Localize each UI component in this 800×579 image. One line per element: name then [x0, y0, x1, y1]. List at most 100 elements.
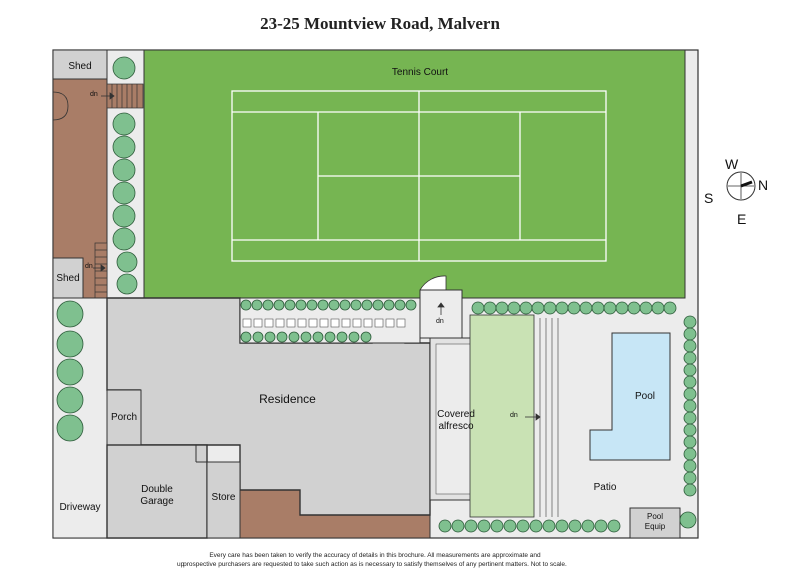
tree: [405, 299, 417, 311]
compass-north: N: [758, 177, 769, 193]
tree: [262, 299, 274, 311]
planter-box: [396, 318, 406, 328]
pool-equip-label: Pool Equip: [644, 512, 666, 531]
tree: [284, 299, 296, 311]
residence-label: Residence: [259, 392, 316, 406]
planter-box: [275, 318, 285, 328]
tree: [372, 299, 384, 311]
tree: [568, 519, 582, 533]
shed-top: [52, 49, 108, 80]
tree: [683, 483, 697, 497]
tree: [542, 519, 556, 533]
planter-box: [264, 318, 274, 328]
tree: [350, 299, 362, 311]
tree: [516, 519, 530, 533]
tree: [240, 299, 252, 311]
pool-label: Pool: [634, 391, 655, 402]
tree: [477, 519, 491, 533]
tree: [361, 299, 373, 311]
tree: [683, 375, 697, 389]
tree: [555, 301, 569, 315]
disclaimer-line-2-text: prospective purchasers are requested to …: [183, 561, 567, 568]
tree: [603, 301, 617, 315]
tree: [567, 301, 581, 315]
patio-label: Patio: [593, 482, 617, 493]
store: [206, 461, 241, 539]
tree: [683, 387, 697, 401]
tree: [276, 331, 288, 343]
tree: [360, 331, 372, 343]
tree: [679, 511, 697, 529]
double-garage-label: Double Garage: [140, 484, 174, 507]
tree: [116, 273, 138, 295]
store-label: Store: [211, 492, 236, 503]
tree: [471, 301, 485, 315]
tree: [112, 227, 136, 251]
tree: [317, 299, 329, 311]
compass-rose: [726, 171, 756, 201]
driveway-label: Driveway: [59, 502, 101, 513]
tennis-court-label: Tennis Court: [391, 67, 449, 78]
tree: [264, 331, 276, 343]
tree: [615, 301, 629, 315]
planter-box: [297, 318, 307, 328]
tree: [112, 135, 136, 159]
planter-box: [330, 318, 340, 328]
tree: [555, 519, 569, 533]
compass-east: E: [737, 211, 747, 227]
gate-arc: [419, 275, 447, 291]
tree: [383, 299, 395, 311]
tree: [339, 299, 351, 311]
tree: [507, 301, 521, 315]
tree: [56, 386, 84, 414]
tree: [579, 301, 593, 315]
stairs-down-label: dn: [510, 412, 518, 419]
tree: [116, 251, 138, 273]
tree: [394, 299, 406, 311]
tree: [56, 330, 84, 358]
tree: [112, 158, 136, 182]
tree: [503, 519, 517, 533]
planter-boxes: [242, 318, 406, 328]
tree: [683, 339, 697, 353]
stairs-down-label: dn: [90, 91, 98, 98]
tree: [312, 331, 324, 343]
hedge-trees: [56, 56, 697, 533]
tree: [240, 331, 252, 343]
planter-box: [286, 318, 296, 328]
tree: [273, 299, 285, 311]
tree: [300, 331, 312, 343]
tree: [252, 331, 264, 343]
tree: [112, 112, 136, 136]
planter-box: [319, 318, 329, 328]
tree: [348, 331, 360, 343]
porch-label: Porch: [110, 412, 138, 423]
tree: [251, 299, 263, 311]
tree: [438, 519, 452, 533]
tree: [324, 331, 336, 343]
disclaimer: Every care has been taken to verify the …: [170, 551, 580, 569]
tree: [112, 181, 136, 205]
tree: [651, 301, 665, 315]
tree: [683, 435, 697, 449]
page-title: 23-25 Mountview Road, Malvern: [260, 14, 500, 33]
planter-box: [253, 318, 263, 328]
tree: [663, 301, 677, 315]
disclaimer-up-mark: up: [177, 561, 185, 568]
tree: [683, 399, 697, 413]
tree: [683, 351, 697, 365]
tree: [683, 459, 697, 473]
tree: [56, 358, 84, 386]
tree: [490, 519, 504, 533]
tree: [112, 56, 136, 80]
compass-south: S: [704, 190, 714, 206]
tree: [495, 301, 509, 315]
tree: [295, 299, 307, 311]
court-lines: [231, 90, 607, 262]
tree: [683, 411, 697, 425]
shed-top-label: Shed: [68, 61, 92, 72]
tree: [543, 301, 557, 315]
lawn-strip: [469, 314, 535, 518]
